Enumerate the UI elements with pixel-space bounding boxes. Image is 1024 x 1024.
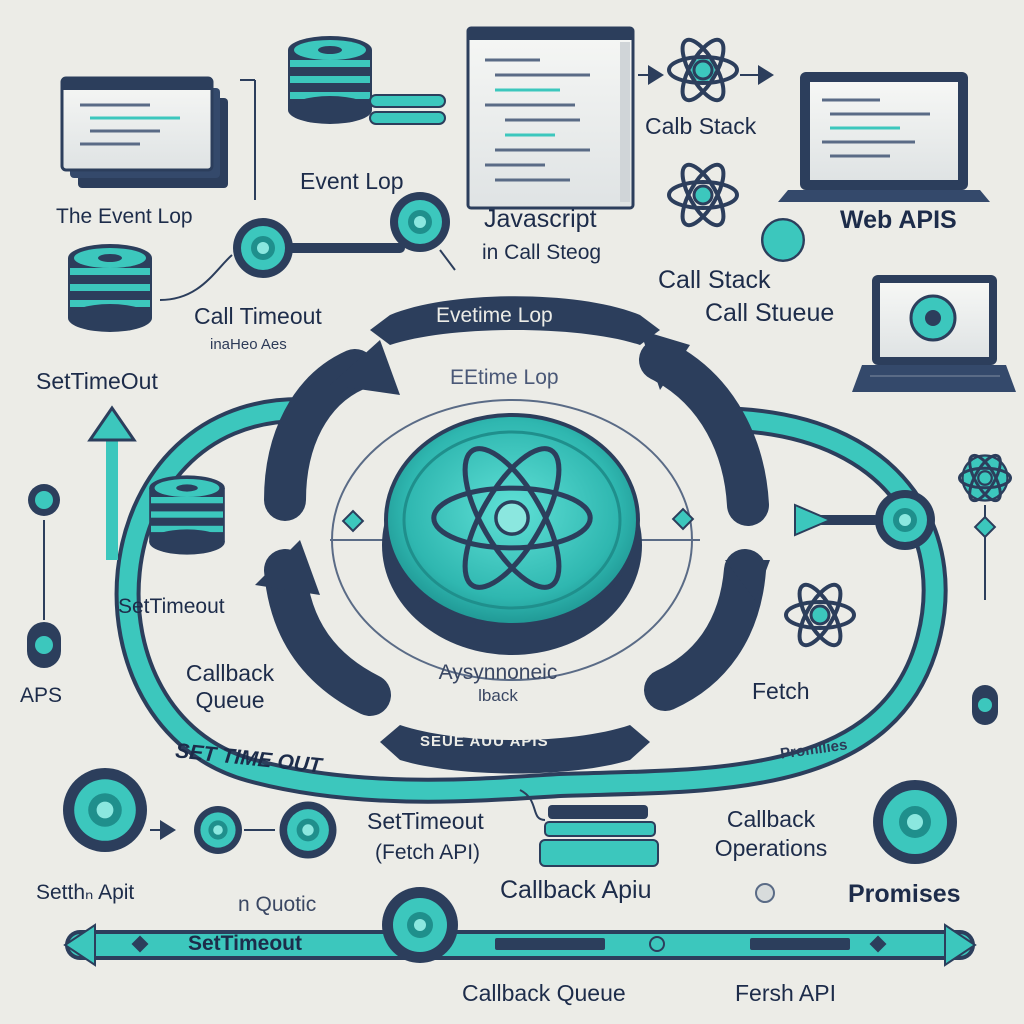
code-window-icon [60,76,228,188]
label-eetime-lop: EEtime Lop [450,366,559,389]
label-fetch-api-paren: (Fetch API) [375,841,481,864]
label-settimeout-bottom: SetTimeout [367,808,484,834]
label-javascript: Javascript [484,205,597,233]
label-web-apis: Web APIS [840,206,957,234]
curved-arrow-bottom-left [255,540,391,716]
small-node-icon [755,883,775,903]
label-settimeout-left: SetTimeOut [36,368,158,394]
label-call-timeout: Call Timeout [194,303,322,329]
code-window-icon [466,26,635,210]
database-stack-icon [68,244,152,332]
label-in-call-steog: in Call Steog [482,241,602,264]
label-fetch: Fetch [752,678,810,704]
laptop-icon [852,275,1016,392]
label-settimeout-bar: SetTimeout [188,932,302,955]
label-callback-queue-left-line1: Callback [185,660,275,686]
atom-icon [784,577,856,653]
atom-icon [431,446,593,590]
diamond-marker-right [671,507,695,531]
dial-icon [382,887,458,963]
atom-icon [667,157,739,233]
label-event-lop-top: Event Lop [300,168,404,194]
curved-arrow-top-left [264,340,400,521]
dial-icon [194,806,242,854]
pin-icon [28,484,60,620]
dial-icon [279,801,337,859]
database-stack-icon [288,36,446,125]
label-settimeout-mid: SetTimeout [118,595,225,618]
pill-icon [27,622,61,668]
label-calb-stack: Calb Stack [645,113,757,139]
atom-icon [760,217,806,263]
dial-icon [63,768,147,852]
bottom-banner [380,725,650,774]
database-stack-icon [149,475,225,555]
label-callback-operations-line1: Callback [726,806,816,832]
curved-arrow-top-right [639,330,769,526]
label-bottom-banner: SEUE AUU APIS [420,733,549,750]
label-callback-operations-line2: Operations [714,835,828,861]
label-evetime-lop: Evetime Lop [436,304,553,327]
label-the-event-lop: The Event Lop [56,205,193,228]
dial-icon [390,192,450,252]
label-call-stack: Call Stack [658,266,771,294]
atom-icon [667,32,739,108]
diamond-marker-left [341,509,365,533]
atom-icon [958,449,1012,507]
label-callback-apiu: Callback Apiu [500,876,652,904]
label-fersh-api: Fersh API [735,980,836,1006]
label-setha-apit: Setthₙ Apit [36,881,135,904]
top-banner [370,296,660,345]
label-inaheo-aes: inaHeo Aes [210,336,287,353]
label-callback-queue-bottom: Callback Queue [462,980,626,1006]
label-callback-queue-left: Callback Queue [170,662,290,712]
dial-icon [873,780,957,864]
central-core-disc [382,413,642,655]
label-callback-queue-left-line2: Queue [195,687,265,713]
label-asynchronous-line1: Aysynnoneic [438,661,558,684]
timeline-bar [63,923,977,967]
label-asynchronous: Aysynnoneic lback [408,662,588,704]
label-call-stueue: Call Stueue [705,299,835,327]
label-n-quotic: n Quotic [238,893,317,916]
label-aps: APS [20,684,63,707]
label-callback-operations: Callback Operations [686,808,856,860]
label-asynchronous-line2: lback [478,686,518,705]
dial-icon [875,490,935,550]
label-promises: Promises [848,880,961,908]
card-stack-icon [539,805,659,867]
outer-loop-ring [87,397,948,804]
laptop-icon [778,72,990,202]
dial-icon [233,218,293,278]
curved-arrow-bottom-right [644,549,770,711]
